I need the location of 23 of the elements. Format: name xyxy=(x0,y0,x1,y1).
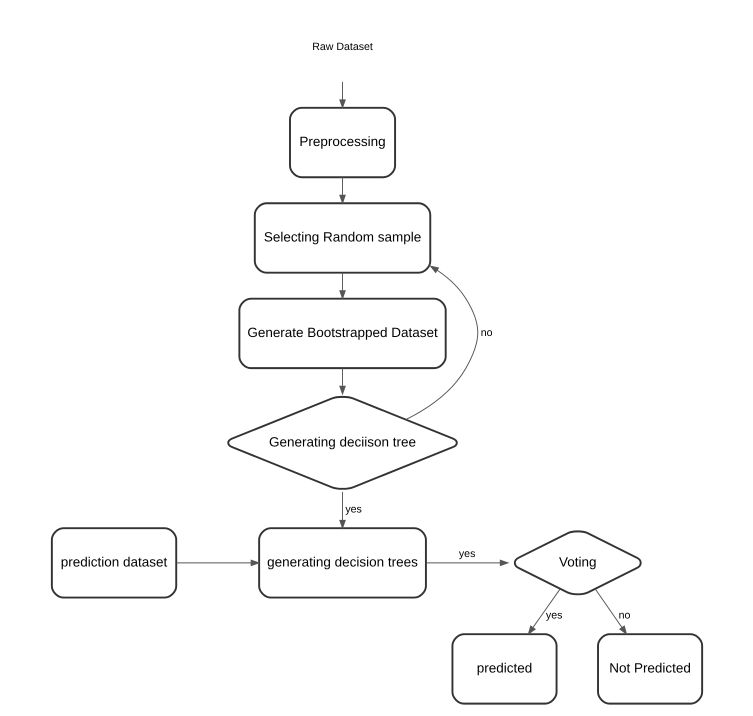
arrow xyxy=(338,272,346,300)
node-box: prediction dataset xyxy=(50,527,177,599)
arrow xyxy=(338,491,346,530)
arrow xyxy=(338,81,346,109)
arrow xyxy=(338,368,346,396)
arrow xyxy=(338,176,346,204)
arrow xyxy=(594,588,627,636)
node-box: Selecting Random sample xyxy=(253,202,431,274)
edge-label: no xyxy=(480,327,492,340)
node-box: Preprocessing xyxy=(288,106,396,178)
arrow xyxy=(527,588,560,636)
edge-label: yes xyxy=(458,548,475,560)
edge-label: yes xyxy=(545,610,562,622)
edge-label: yes xyxy=(344,504,362,516)
arrow xyxy=(404,265,478,420)
node-box: Generate Bootstrapped Dataset xyxy=(238,298,446,370)
node-box: predicted xyxy=(450,633,558,705)
node-box: generating decision trees xyxy=(258,527,426,599)
node-text: Raw Dataset xyxy=(312,40,372,53)
node-box: Not Predicted xyxy=(596,633,703,705)
arrow xyxy=(425,559,509,566)
arrow xyxy=(176,559,260,566)
edge-label: no xyxy=(618,610,630,622)
